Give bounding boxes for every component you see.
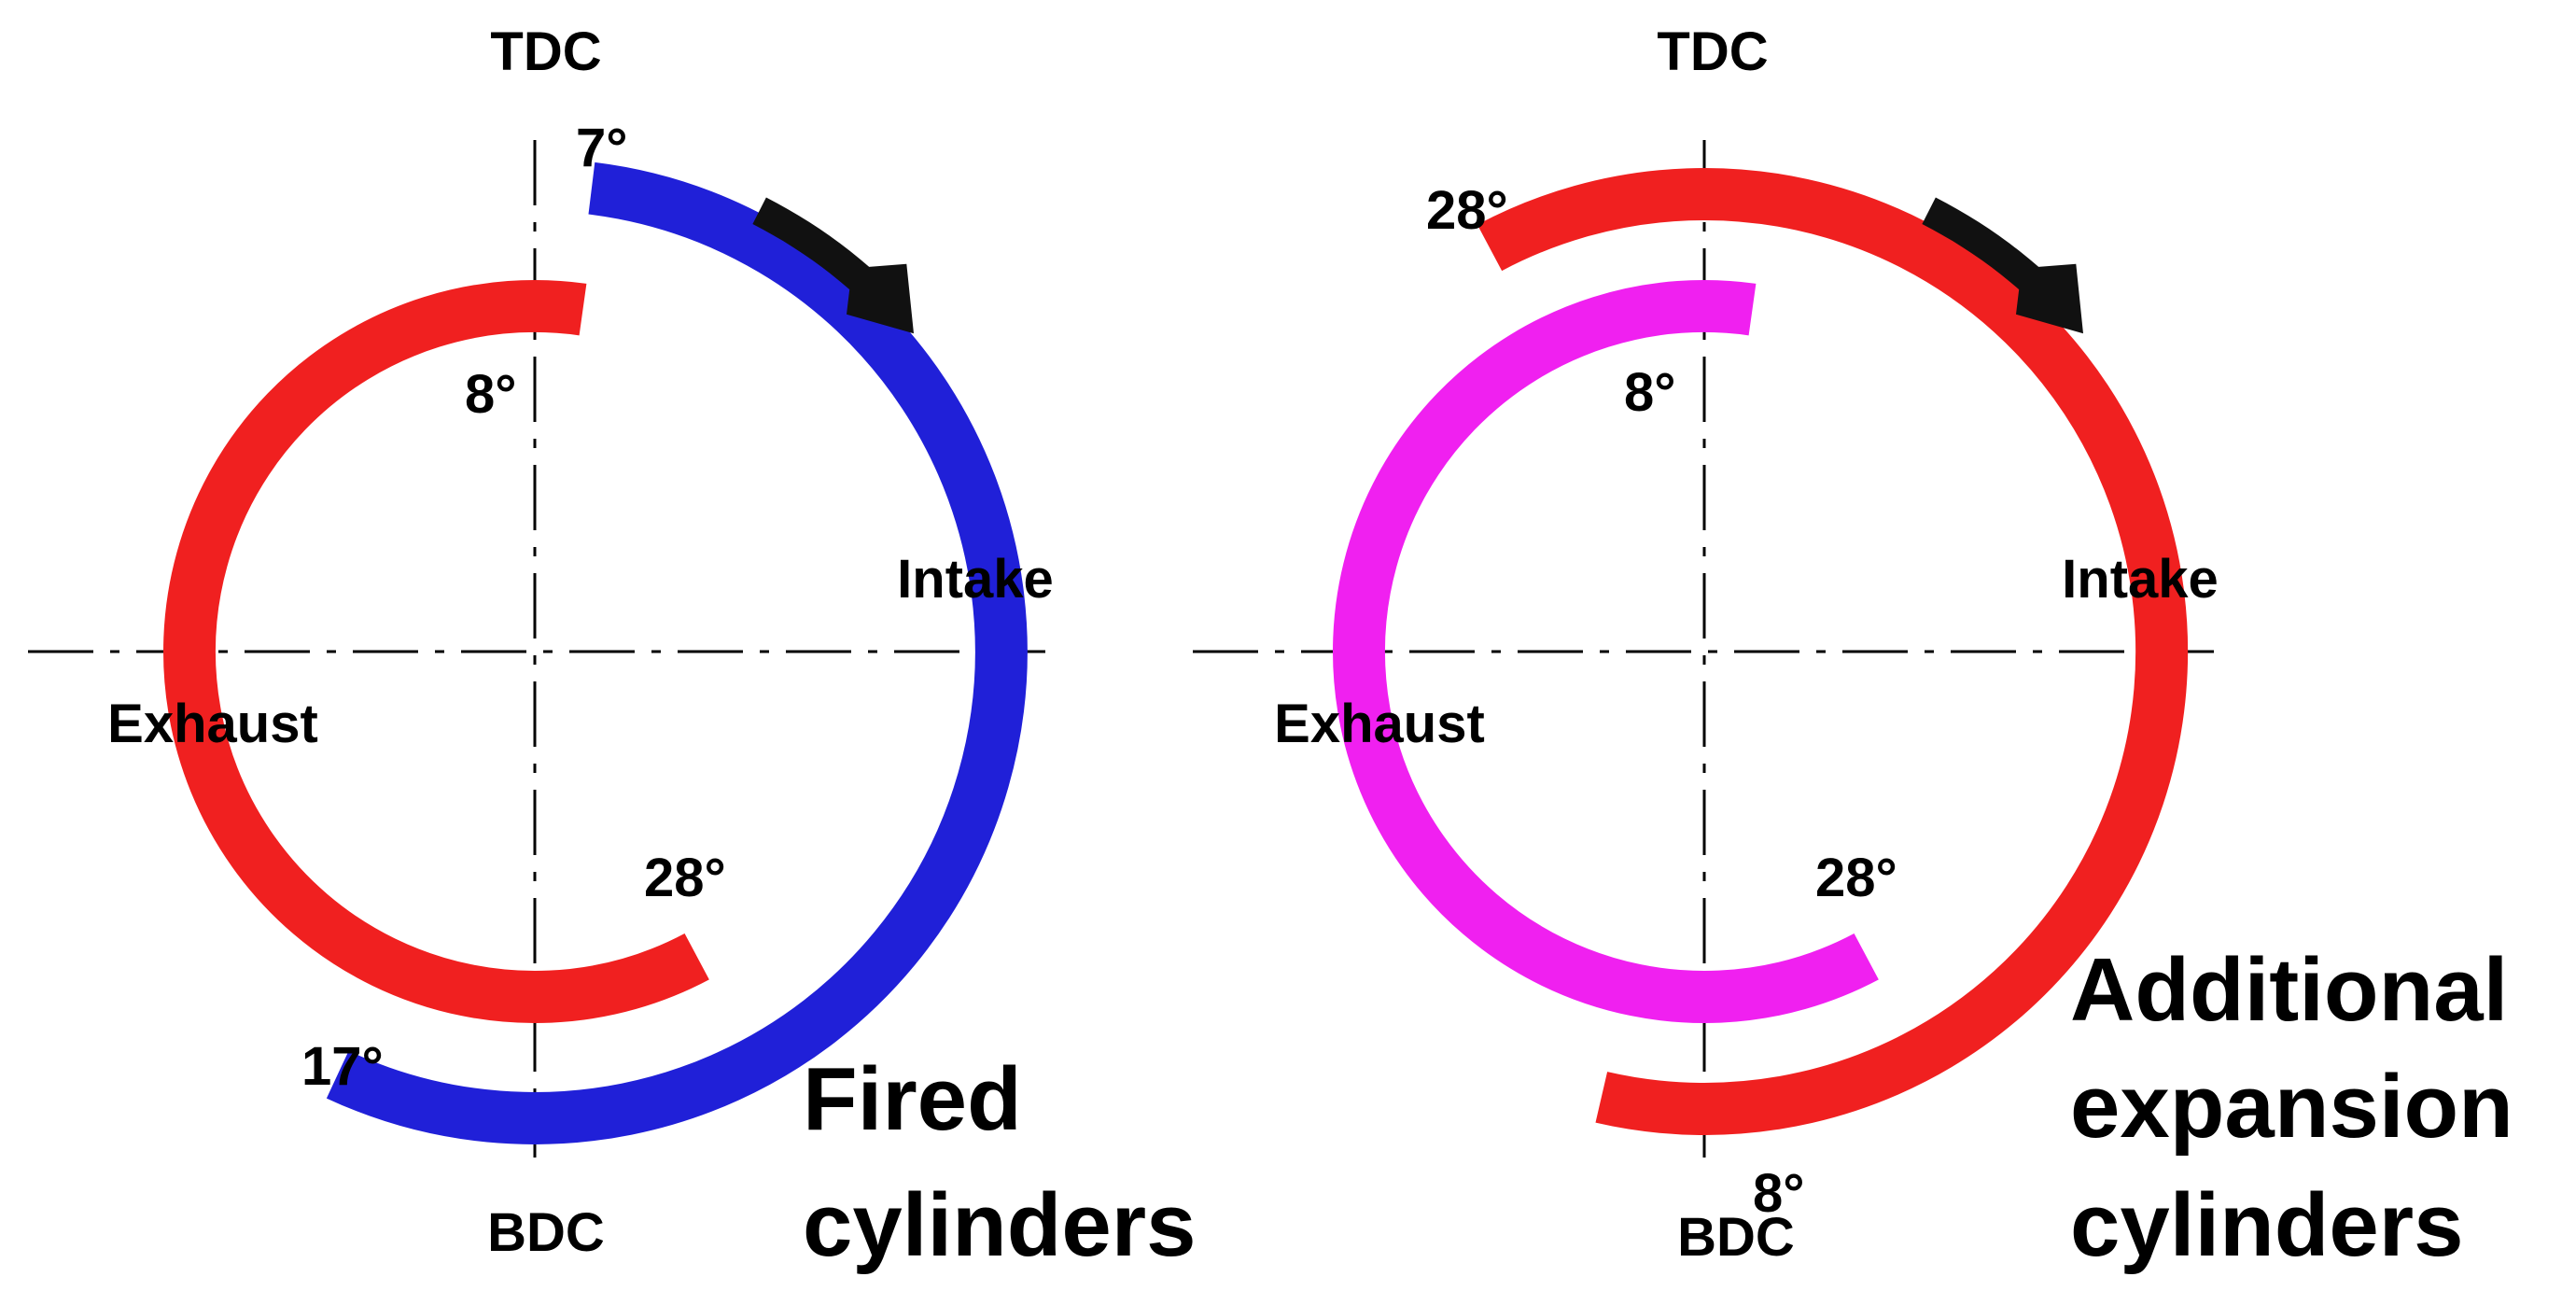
left-bdc-label: BDC: [487, 1202, 605, 1263]
right-exhaust-close-angle: 8°: [1624, 362, 1675, 423]
right-exhaust-open-angle: 28°: [1815, 848, 1897, 908]
left-intake-label: Intake: [897, 549, 1054, 610]
right-bdc-label: BDC: [1677, 1207, 1795, 1268]
fired-cylinders-diagram: TDC BDC Exhaust Intake 7° 8° 28° 17° Fir…: [28, 21, 1197, 1275]
right-intake-arc: [1477, 167, 2189, 1135]
left-exhaust-close-angle: 8°: [465, 364, 516, 425]
right-tdc-label: TDC: [1657, 21, 1768, 82]
right-intake-label: Intake: [2062, 549, 2219, 610]
right-title-line-2: expansion: [2070, 1057, 2513, 1157]
right-intake-open-angle: 28°: [1426, 180, 1508, 241]
expansion-cylinders-diagram: TDC BDC Exhaust Intake 28° 8° 28° 8° Add…: [1193, 21, 2513, 1275]
left-title-line-2: cylinders: [803, 1175, 1197, 1275]
right-title-line-1: Additional: [2070, 940, 2508, 1040]
right-title-line-3: cylinders: [2070, 1175, 2464, 1275]
left-exhaust-open-angle: 28°: [644, 848, 726, 908]
left-title-line-1: Fired: [803, 1049, 1022, 1149]
left-exhaust-label: Exhaust: [107, 694, 318, 754]
right-intake-close-angle: 8°: [1753, 1163, 1804, 1224]
right-rotation-arrow-icon: [1922, 197, 2083, 334]
right-exhaust-label: Exhaust: [1274, 694, 1485, 754]
left-rotation-arrow-icon: [752, 197, 914, 334]
left-intake-open-angle: 7°: [576, 118, 627, 178]
left-intake-arc: [326, 161, 1028, 1144]
left-exhaust-arc: [163, 280, 709, 1023]
left-intake-close-angle: 17°: [301, 1036, 384, 1097]
left-tdc-label: TDC: [490, 21, 601, 82]
right-exhaust-arc: [1333, 280, 1879, 1023]
